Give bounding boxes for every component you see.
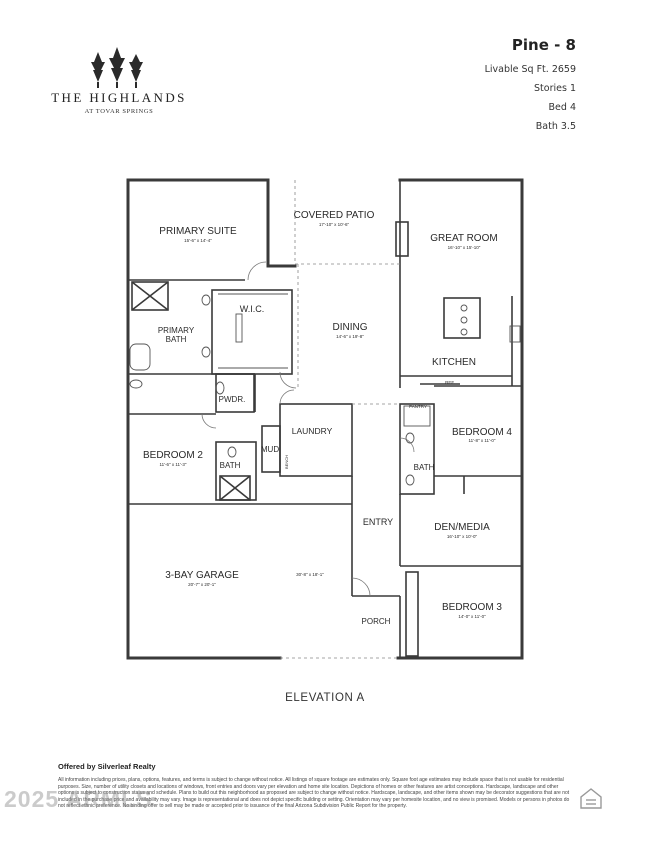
pwdr-label: PWDR. bbox=[219, 395, 246, 404]
model-info: Pine - 8 Livable Sq Ft. 2659 Stories 1 B… bbox=[485, 36, 576, 136]
primary-suite-dim: 15'-6" x 14'-4" bbox=[184, 238, 212, 243]
pine-trees-icon bbox=[91, 47, 143, 88]
disclaimer-text: All information including prices, plans,… bbox=[58, 777, 570, 810]
bedroom4-dim: 11'-8" x 11'-0" bbox=[468, 438, 495, 443]
bath2-label: BATH bbox=[220, 461, 241, 470]
brand-name: THE HIGHLANDS bbox=[51, 90, 187, 105]
model-stories: Stories 1 bbox=[534, 83, 576, 94]
den-dim: 16'-10" x 10'-0" bbox=[447, 534, 478, 539]
primary-bath-label-1: PRIMARY bbox=[158, 326, 195, 335]
floor-plan: PRIMARY SUITE 15'-6" x 14'-4" COVERED PA… bbox=[126, 178, 524, 660]
great-room-label: GREAT ROOM bbox=[430, 233, 497, 244]
garage-dim: 20'-7" x 20'-1" bbox=[188, 582, 216, 587]
armls-watermark: 2025 ARMLS bbox=[4, 786, 153, 812]
laundry-label: LAUNDRY bbox=[292, 426, 333, 436]
great-room-dim: 16'-10" x 15'-10" bbox=[448, 245, 481, 250]
dining-dim: 14'-6" x 19'-8" bbox=[336, 334, 364, 339]
den-label: DEN/MEDIA bbox=[434, 522, 490, 533]
wic-label: W.I.C. bbox=[240, 304, 265, 314]
dining-label: DINING bbox=[333, 322, 368, 333]
kitchen-label: KITCHEN bbox=[432, 357, 476, 368]
model-beds: Bed 4 bbox=[548, 102, 576, 113]
ref-label: REF. bbox=[445, 380, 455, 385]
pantry-label: PANTRY bbox=[409, 404, 427, 409]
covered-patio-label: COVERED PATIO bbox=[294, 210, 375, 221]
brand-subtitle: AT TOVAR SPRINGS bbox=[84, 108, 154, 115]
garage-label: 3-BAY GARAGE bbox=[165, 570, 239, 581]
bench-label: BENCH bbox=[284, 455, 289, 469]
bedroom2-dim: 11'-6" x 11'-3" bbox=[159, 462, 186, 467]
garage-dim-2: 30'-8" x 18'-1" bbox=[296, 572, 324, 577]
porch-label: PORCH bbox=[362, 617, 391, 626]
bedroom3-label: BEDROOM 3 bbox=[442, 602, 502, 613]
highlands-logo: THE HIGHLANDS AT TOVAR SPRINGS bbox=[36, 44, 202, 126]
bedroom3-dim: 14'-0" x 11'-0" bbox=[458, 614, 486, 619]
covered-patio-dim: 17'-10" x 10'-6" bbox=[319, 222, 350, 227]
mud-label: MUD bbox=[261, 445, 279, 454]
offered-by: Offered by Silverleaf Realty bbox=[58, 762, 156, 771]
elevation-label: ELEVATION A bbox=[285, 692, 365, 704]
bedroom2-label: BEDROOM 2 bbox=[143, 450, 203, 461]
bath4-label: BATH bbox=[414, 463, 435, 472]
model-baths: Bath 3.5 bbox=[535, 121, 576, 132]
primary-suite-label: PRIMARY SUITE bbox=[159, 226, 237, 237]
model-name: Pine - 8 bbox=[511, 36, 576, 54]
bedroom4-label: BEDROOM 4 bbox=[452, 427, 512, 438]
equal-housing-icon bbox=[580, 788, 602, 809]
model-sqft: Livable Sq Ft. 2659 bbox=[484, 64, 576, 75]
entry-label: ENTRY bbox=[363, 517, 393, 527]
primary-bath-label-2: BATH bbox=[166, 335, 187, 344]
